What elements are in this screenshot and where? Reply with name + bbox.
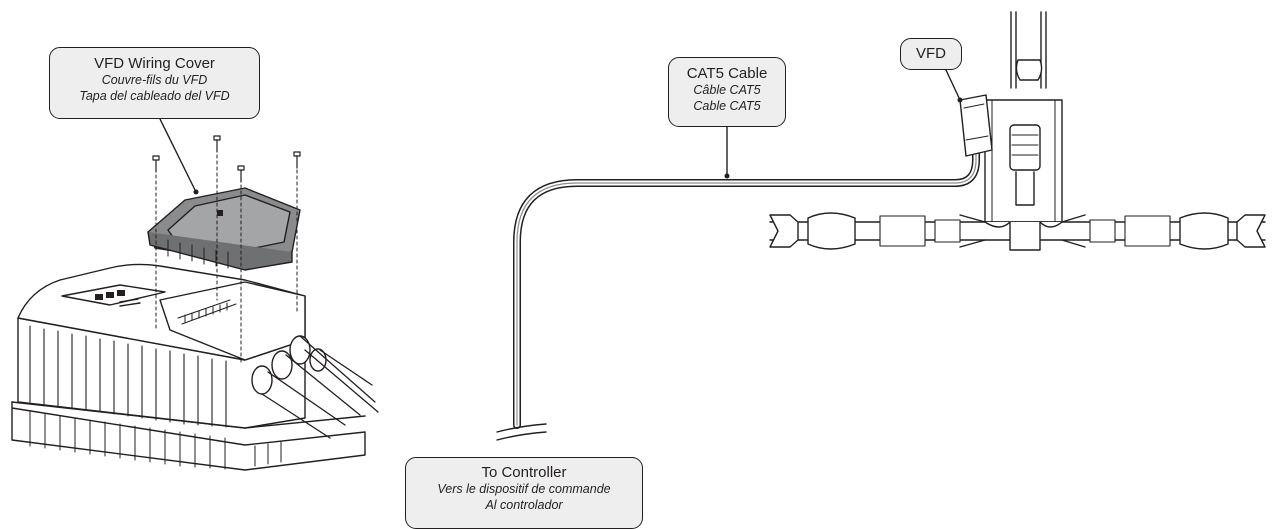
vfd-title: VFD [916, 45, 946, 62]
controller-fr: Vers le dispositif de commande [437, 482, 611, 497]
cat5-title: CAT5 Cable [686, 65, 768, 82]
wiring-cover-title: VFD Wiring Cover [94, 55, 215, 72]
manifold-illustration [769, 11, 1266, 251]
wiring-cover-illustration [147, 187, 301, 271]
callout-vfd: VFD [900, 38, 962, 70]
callout-cat5: CAT5 Cable Câble CAT5 Cable CAT5 [668, 57, 786, 127]
wiring-cover-es: Tapa del cableado del VFD [79, 88, 230, 103]
screw-guide-lines [155, 154, 298, 366]
controller-es: Al controlador [485, 497, 563, 512]
cat5-es: Cable CAT5 [693, 98, 761, 113]
callout-wiring-cover: VFD Wiring Cover Couvre-fils du VFD Tapa… [49, 47, 260, 119]
wiring-cover-fr: Couvre-fils du VFD [101, 73, 208, 88]
leader-wiring-cover [159, 118, 197, 193]
controller-title: To Controller [481, 464, 567, 481]
cover-screws [152, 135, 301, 183]
callout-controller: To Controller Vers le dispositif de comm… [405, 457, 643, 529]
leader-vfd [945, 69, 961, 101]
cat5-fr: Câble CAT5 [693, 83, 761, 98]
cat5-cable-illustration [496, 136, 980, 441]
vfd-unit-illustration [11, 263, 379, 471]
